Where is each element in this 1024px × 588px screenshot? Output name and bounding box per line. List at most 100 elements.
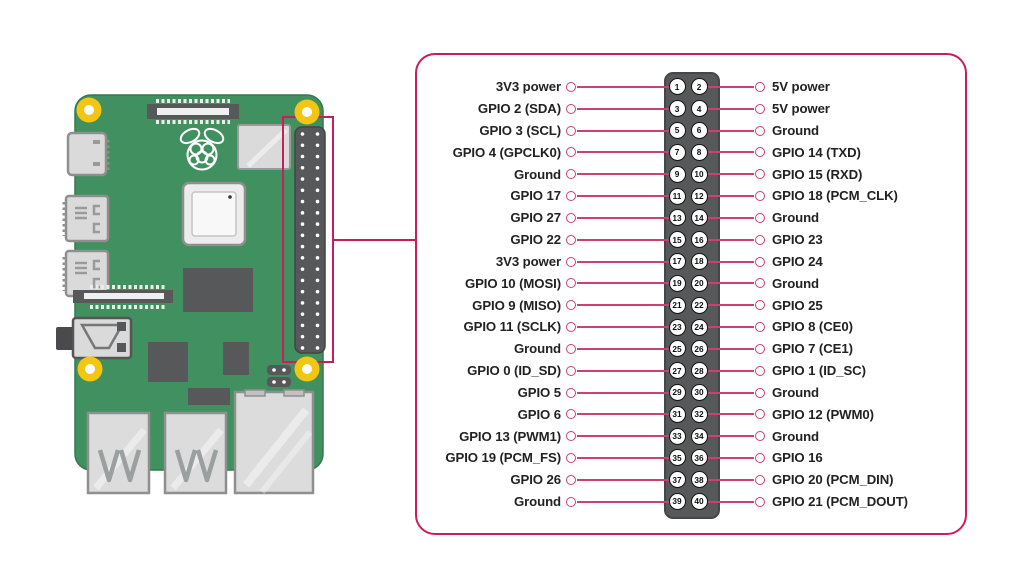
ram-chip-icon xyxy=(183,268,253,312)
pin-number-badge: 21 xyxy=(668,296,686,314)
pin-left-label: GPIO 0 (ID_SD) xyxy=(467,363,561,379)
pin-left-label: GPIO 26 xyxy=(510,472,561,488)
header-pin-dot-icon xyxy=(315,177,320,181)
pin-number-badge: 24 xyxy=(690,318,708,336)
wire-terminal-dot-icon xyxy=(755,365,765,376)
wire-left xyxy=(577,326,672,329)
pin-number-badge: 29 xyxy=(668,384,686,401)
pin-left-label: GPIO 6 xyxy=(517,406,561,422)
header-pin-dot-icon xyxy=(315,289,320,294)
pin-left-label: 3V3 power xyxy=(495,253,561,269)
wire-terminal-dot-icon xyxy=(566,474,576,485)
pin-left-label: GPIO 17 xyxy=(510,188,561,204)
header-pin-dot-icon xyxy=(315,323,320,328)
wire-terminal-dot-icon xyxy=(566,147,576,158)
header-pin-dot-icon xyxy=(315,312,320,316)
wire-right xyxy=(704,173,754,176)
pin-right-label: 5V power xyxy=(772,101,830,117)
pin-number-badge: 19 xyxy=(668,274,686,292)
wire-terminal-dot-icon xyxy=(566,387,576,398)
header-pin-dot-icon xyxy=(315,244,320,249)
header-pin-dot-icon xyxy=(300,233,305,238)
header-pin-dot-icon xyxy=(315,256,320,260)
wire-left xyxy=(577,238,672,241)
header-pin-dot-icon xyxy=(315,222,320,226)
pin-number-badge: 9 xyxy=(668,165,686,183)
header-pin-dot-icon xyxy=(300,323,305,328)
camera-connector-icon xyxy=(147,99,239,124)
header-pin-dot-icon xyxy=(315,278,320,283)
header-pin-dot-icon xyxy=(300,256,305,260)
wire-terminal-dot-icon xyxy=(755,256,765,267)
header-pin-dot-icon xyxy=(300,244,305,249)
header-pin-dot-icon xyxy=(300,289,305,294)
wire-right xyxy=(704,456,754,459)
wire-terminal-dot-icon xyxy=(755,81,765,92)
wire-left xyxy=(577,347,672,350)
pin-number-badge: 17 xyxy=(668,253,686,271)
pin-left-label: GPIO 19 (PCM_FS) xyxy=(445,450,561,466)
wire-terminal-dot-icon xyxy=(755,212,765,223)
wire-left xyxy=(577,216,672,219)
ethernet-port-icon xyxy=(233,389,315,495)
wire-terminal-dot-icon xyxy=(755,496,765,507)
pin-number-badge: 11 xyxy=(668,187,686,205)
pin-right-label: GPIO 8 (CE0) xyxy=(772,319,853,335)
header-pin-dot-icon xyxy=(315,233,320,238)
wire-terminal-dot-icon xyxy=(755,103,765,114)
pin-number-badge: 12 xyxy=(690,187,708,205)
pin-number-badge: 32 xyxy=(690,405,708,423)
wire-right xyxy=(704,413,754,416)
pin-number-badge: 6 xyxy=(690,122,708,140)
chip-icon xyxy=(223,342,249,375)
wire-left xyxy=(577,369,672,372)
usb-c-power-port-icon xyxy=(66,131,110,177)
header-pin-dot-icon xyxy=(300,132,305,136)
pin-right-label: Ground xyxy=(772,275,820,291)
wire-right xyxy=(704,216,754,219)
wire-right xyxy=(704,304,754,307)
pin-number-badge: 7 xyxy=(668,143,686,161)
wire-left xyxy=(577,107,672,110)
wire-right xyxy=(704,326,754,329)
pin-right-label: GPIO 15 (RXD) xyxy=(772,166,863,182)
pin-right-label: GPIO 7 (CE1) xyxy=(772,341,853,357)
wire-terminal-dot-icon xyxy=(566,496,576,507)
wire-left xyxy=(577,173,672,176)
pin-right-label: GPIO 18 (PCM_CLK) xyxy=(772,188,898,204)
wire-terminal-dot-icon xyxy=(566,452,576,463)
pin-left-label: GPIO 5 xyxy=(517,384,561,400)
wire-terminal-dot-icon xyxy=(755,125,765,136)
micro-hdmi-port-2-icon xyxy=(62,249,110,298)
wire-terminal-dot-icon xyxy=(566,103,576,114)
pin-left-label: GPIO 11 (SCLK) xyxy=(463,319,561,335)
wire-terminal-dot-icon xyxy=(755,300,765,311)
pin-number-badge: 18 xyxy=(690,253,708,271)
wire-terminal-dot-icon xyxy=(755,343,765,354)
pin-number-badge: 33 xyxy=(668,427,686,445)
pin-number-badge: 4 xyxy=(690,100,708,118)
wire-left xyxy=(577,195,672,198)
pin-right-label: GPIO 14 (TXD) xyxy=(772,144,861,160)
wire-right xyxy=(704,369,754,372)
pin-right-label: Ground xyxy=(772,428,820,444)
header-pin-dot-icon xyxy=(315,132,320,136)
board-gpio-header-icon xyxy=(294,126,326,354)
wire-left xyxy=(577,500,672,503)
header-pin-dot-icon xyxy=(300,346,305,350)
wire-terminal-dot-icon xyxy=(755,234,765,245)
header-pin-dot-icon xyxy=(300,199,305,204)
micro-hdmi-port-1-icon xyxy=(62,194,110,243)
header-pin-dot-icon xyxy=(315,143,320,148)
